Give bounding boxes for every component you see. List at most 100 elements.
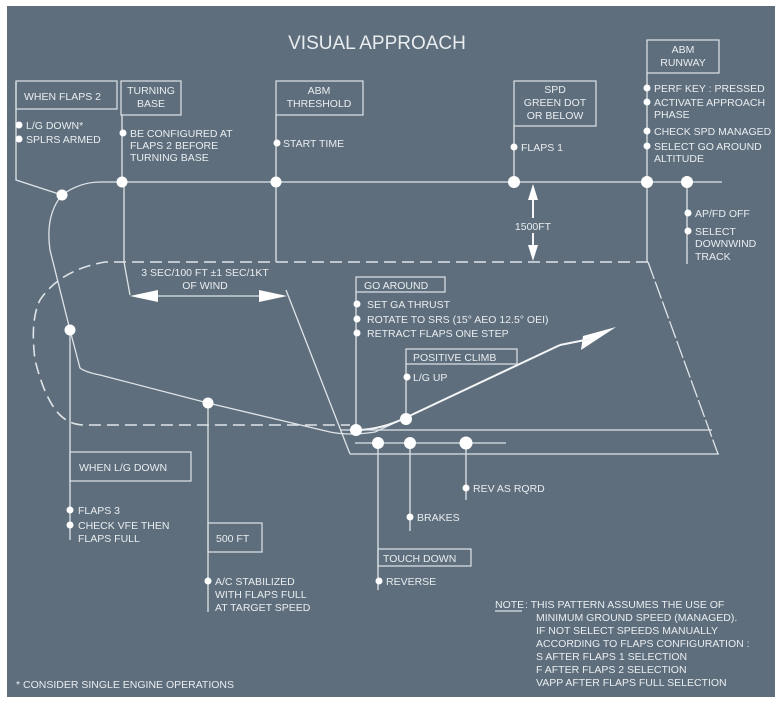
go-around-arrow-shaft <box>559 338 591 346</box>
bullet-icon <box>684 227 692 235</box>
abm-runway-item: ALTITUDE <box>654 153 704 165</box>
turning-base-title: TURNING <box>127 85 175 97</box>
ft500-item: AT TARGET SPEED <box>215 602 311 614</box>
abm-runway-item: ACTIVATE APPROACH <box>654 97 765 109</box>
timing-left-edge <box>123 261 131 296</box>
when-lg-down-item: FLAPS 3 <box>78 505 120 517</box>
waypoint-brakes <box>404 437 416 449</box>
note-line: S AFTER FLAPS 1 SELECTION <box>536 651 687 663</box>
go-around-item: ROTATE TO SRS (15° AEO 12.5° OEI) <box>367 314 549 326</box>
waypoint-abm-threshold <box>270 176 282 188</box>
bullet-icon <box>66 521 74 529</box>
turning-base-item: FLAPS 2 BEFORE <box>130 140 218 152</box>
ft500-item: WITH FLAPS FULL <box>215 589 307 601</box>
waypoint-abm-runway <box>641 176 653 188</box>
abm-threshold-title: THRESHOLD <box>287 98 352 110</box>
downwind-leg <box>61 181 722 196</box>
bullet-icon <box>66 506 74 514</box>
note-line: ACCORDING TO FLAPS CONFIGURATION : <box>536 638 750 650</box>
waypoint-go-around <box>350 424 362 436</box>
turning-base-title: BASE <box>137 98 165 110</box>
waypoint-500ft <box>202 397 214 409</box>
bullet-icon <box>15 121 23 129</box>
when-flaps2-title: WHEN FLAPS 2 <box>24 91 101 103</box>
note-heading: NOTE <box>495 599 524 611</box>
waypoint-turning-base <box>116 176 128 188</box>
abm-runway-title: RUNWAY <box>660 57 706 69</box>
touch-down-item: REVERSE <box>386 576 436 588</box>
abm-threshold-box <box>275 80 364 116</box>
timing-label-line2: OF WIND <box>182 280 228 292</box>
bullet-icon <box>204 577 212 585</box>
when-flaps2-box <box>15 80 118 110</box>
spd-green-dot-item: FLAPS 1 <box>521 142 563 154</box>
bullet-icon <box>15 135 23 143</box>
waypoint-touch-down <box>372 437 384 449</box>
brakes-label: BRAKES <box>417 512 460 524</box>
go-around-item: SET GA THRUST <box>367 299 451 311</box>
when-lg-down-item: CHECK VFE THEN <box>78 520 169 532</box>
bullet-icon <box>643 98 651 106</box>
positive-climb-box <box>405 348 518 365</box>
waypoint-lg-down <box>64 324 76 336</box>
bullet-icon <box>643 127 651 135</box>
timing-label-line1: 3 SEC/100 FT ±1 SEC/1KT <box>141 267 269 279</box>
waypoint-spd-green-dot <box>508 176 520 188</box>
downwind-end-item: TRACK <box>695 251 731 263</box>
waypoint-downwind-end <box>681 176 693 188</box>
note-line: : THIS PATTERN ASSUMES THE USE OF <box>525 599 724 611</box>
ft500-item: A/C STABILIZED <box>215 576 295 588</box>
abm-runway-item: SELECT GO AROUND <box>654 141 762 153</box>
bullet-icon <box>510 143 518 151</box>
positive-climb-item: L/G UP <box>413 372 447 384</box>
bullet-icon <box>353 315 361 323</box>
bullet-icon <box>643 142 651 150</box>
note-line: IF NOT SELECT SPEEDS MANUALLY <box>536 625 718 637</box>
abm-runway-item: PERF KEY : PRESSED <box>654 83 765 95</box>
abm-runway-item: CHECK SPD MANAGED <box>654 126 772 138</box>
bullet-icon <box>406 513 414 521</box>
waypoint-rev-as-rqrd <box>459 436 473 450</box>
abm-runway-box <box>646 39 720 74</box>
timing-arrow-left-head <box>130 290 158 302</box>
spd-green-dot-title: OR BELOW <box>527 110 584 122</box>
altitude-arrow-down-head <box>528 245 538 261</box>
go-around-box <box>355 276 446 293</box>
bullet-icon <box>643 84 651 92</box>
turning-base-item: BE CONFIGURED AT <box>130 128 233 140</box>
when-flaps2-item: L/G DOWN* <box>26 120 83 132</box>
dashed-circuit <box>32 261 648 426</box>
bullet-icon <box>273 139 281 147</box>
final-leg-edge <box>285 289 351 455</box>
bullet-icon <box>403 373 411 381</box>
spd-green-dot-title: SPD <box>544 84 566 96</box>
positive-climb-title: POSITIVE CLIMB <box>413 352 496 364</box>
bullet-icon <box>375 577 383 585</box>
note-line: MINIMUM GROUND SPEED (MANAGED). <box>536 612 737 624</box>
abm-threshold-item: START TIME <box>283 138 344 150</box>
abm-threshold-title: ABM <box>308 85 331 97</box>
abm-runway-title: ABM <box>672 44 695 56</box>
rev-as-rqrd-label: REV AS RQRD <box>473 483 545 495</box>
turning-base-box <box>120 80 182 116</box>
note-line: VAPP AFTER FLAPS FULL SELECTION <box>536 677 727 689</box>
runway-right-edge <box>647 261 719 455</box>
spd-green-dot-box <box>513 80 597 127</box>
when-lg-down-box <box>69 451 192 482</box>
bullet-icon <box>353 329 361 337</box>
when-lg-down-item: FLAPS FULL <box>78 533 140 545</box>
diagram-title: VISUAL APPROACH <box>288 33 466 54</box>
when-lg-down-title: WHEN L/G DOWN <box>79 462 167 474</box>
timing-arrow-right-head <box>259 290 287 302</box>
bullet-icon <box>119 129 127 137</box>
touch-down-title: TOUCH DOWN <box>383 553 456 565</box>
altitude-arrow-up-head <box>528 184 538 200</box>
flaps2-connector <box>15 82 63 196</box>
bullet-icon <box>462 484 470 492</box>
downwind-end-item: DOWNWIND <box>695 238 757 250</box>
waypoint-positive-climb <box>400 413 412 425</box>
go-around-arrowhead <box>581 327 616 350</box>
when-flaps2-item: SPLRS ARMED <box>26 134 101 146</box>
downwind-end-item: AP/FD OFF <box>695 208 750 220</box>
